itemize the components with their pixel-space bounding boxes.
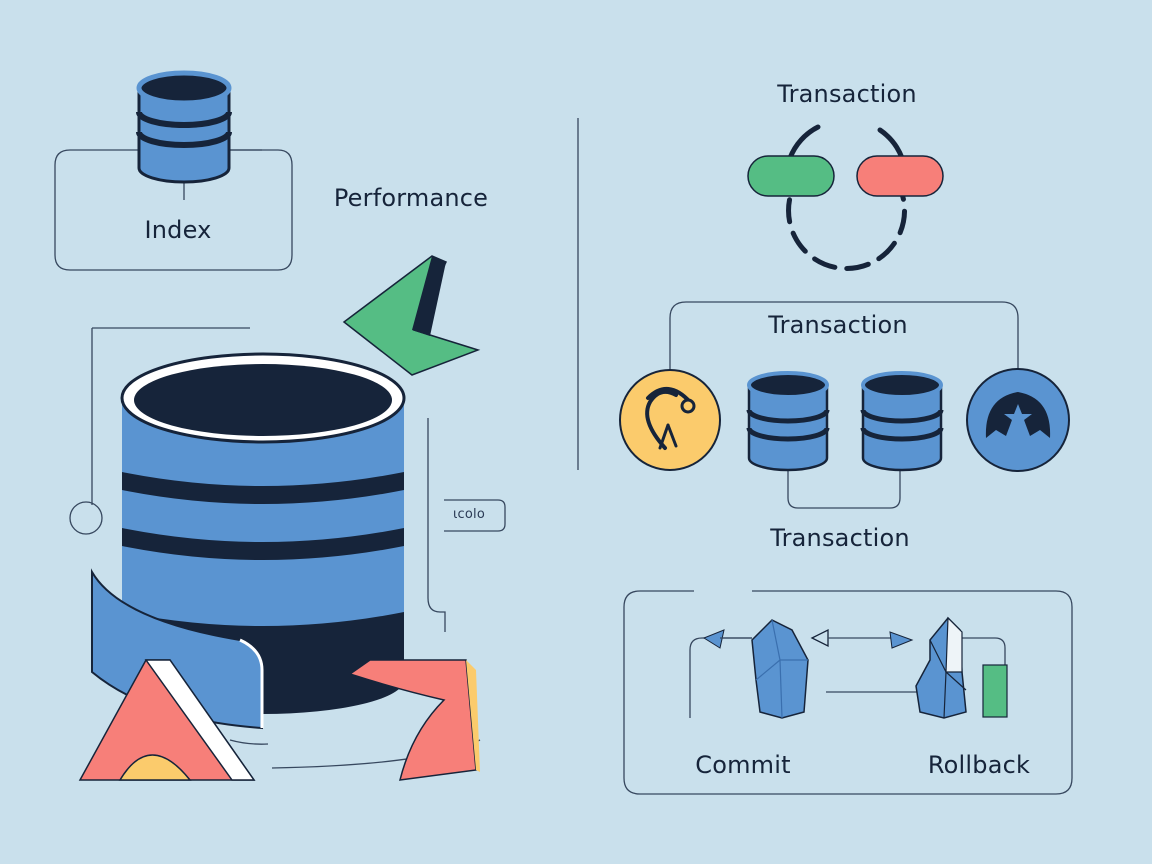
tag-box: [444, 499, 506, 532]
crystal-icon: [915, 616, 967, 719]
database-icon: [860, 371, 944, 472]
index-label: Index: [144, 216, 212, 244]
transaction-cycle-icon: [747, 124, 944, 271]
tag-label: ιcolo: [452, 507, 486, 522]
key-icon: [619, 369, 721, 471]
arrow-left-icon: [702, 629, 752, 649]
lock-icon: [966, 368, 1070, 472]
database-icon: [136, 70, 232, 184]
triangle-shape-left: [78, 659, 256, 781]
ribbon-shape-right: [348, 659, 480, 781]
green-bar: [982, 664, 1008, 718]
transaction-row: [619, 301, 1070, 509]
crystal-icon: [751, 619, 809, 719]
transaction-title-low: Transaction: [770, 524, 910, 552]
commit-rollback-panel: [623, 590, 1073, 795]
database-icon: [746, 371, 830, 472]
performance-label: Performance: [333, 184, 489, 212]
commit-label: Commit: [695, 751, 791, 779]
big-database: [69, 327, 481, 781]
transaction-title-mid: Transaction: [768, 311, 908, 339]
transaction-title-top: Transaction: [777, 80, 917, 108]
rollback-label: Rollback: [927, 751, 1031, 779]
connector-node: [69, 501, 103, 535]
index-panel: [54, 70, 293, 271]
bolt-icon: [342, 255, 481, 376]
arrow-right-icon: [810, 628, 914, 649]
